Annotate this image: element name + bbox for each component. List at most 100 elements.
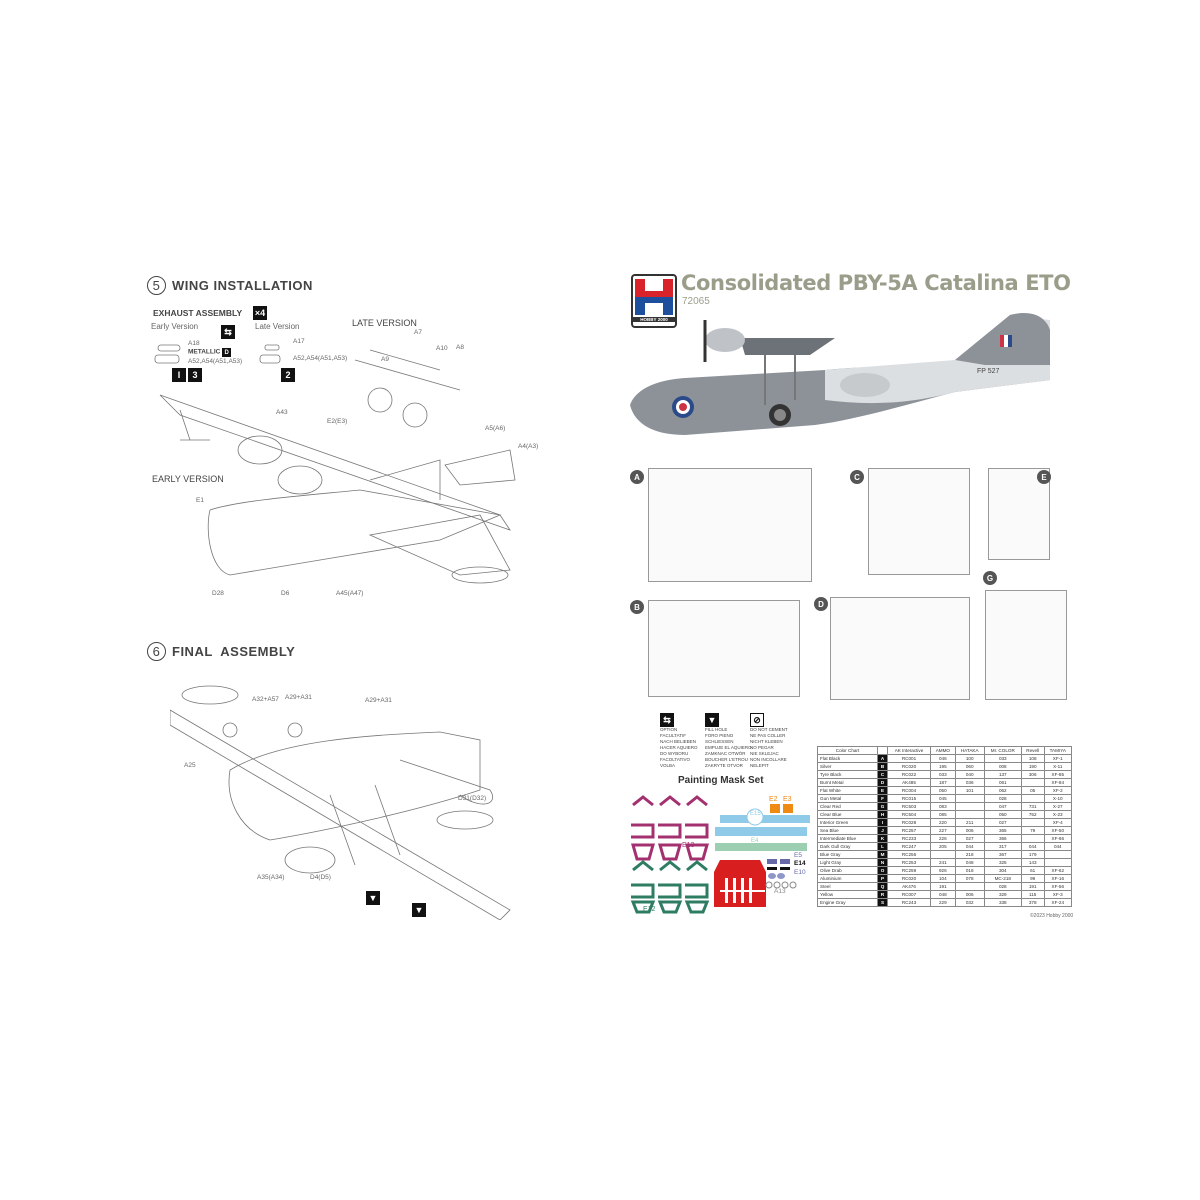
color-name: Interior Green: [817, 818, 878, 827]
sprue-label: D: [814, 597, 828, 611]
paint-code: 008: [983, 762, 1022, 771]
paint-code: RC020: [887, 762, 931, 771]
paint-code: 61: [1020, 866, 1045, 875]
paint-code: XF-85: [1043, 770, 1073, 779]
aircraft-code: FP 527: [977, 368, 1000, 375]
paint-code: [1020, 834, 1045, 843]
color-name: Clear Red: [817, 802, 878, 811]
legend-line: SCHLIESSEN: [705, 739, 734, 744]
color-icon: I: [172, 368, 186, 382]
paint-code: 101: [954, 786, 985, 795]
paint-code: RC259: [887, 866, 931, 875]
step5-heading: 5 WING INSTALLATION: [147, 276, 313, 295]
mask-label: E2: [769, 796, 778, 803]
color-icon: 3: [188, 368, 202, 382]
part-label: D31(D32): [458, 795, 487, 802]
paint-code: 028: [983, 794, 1022, 803]
part-label: A29+A31: [285, 694, 312, 701]
paint-code: 108: [1020, 754, 1045, 763]
mask-label: E5: [794, 852, 802, 859]
color-name: Dark Gull Gray: [817, 842, 878, 851]
legend-line: NON INCOLLARE: [750, 757, 787, 762]
paint-code: 006: [954, 826, 985, 835]
paint-code: RC243: [887, 898, 931, 907]
paint-code: [1020, 818, 1045, 827]
legend-line: NIE SKLEJAC: [750, 751, 779, 756]
paint-code: 329: [983, 890, 1022, 899]
paint-code: 227: [930, 826, 956, 835]
legend-line: NELEPIT: [750, 763, 769, 768]
part-label: A4(A3): [518, 443, 539, 450]
logo-text: HOBBY 2000: [633, 317, 675, 322]
copyright: ©2023 Hobby 2000: [1030, 913, 1074, 919]
late-version-label: Late Version: [255, 322, 300, 331]
step5-number: 5: [147, 276, 166, 295]
legend-line: DO WYBORU: [660, 751, 689, 756]
legend-line: HACER AQUIERO: [660, 745, 698, 750]
legend-line: ZAMKNAC OTWÓR: [705, 751, 746, 756]
color-name: Intermediate Blue: [817, 834, 878, 843]
color-code: Q: [877, 882, 888, 891]
column-header: Mr. COLOR: [983, 746, 1022, 755]
legend-line: ZAKRYTE OTVOR: [705, 763, 743, 768]
sprue-label: C: [850, 470, 864, 484]
metallic-text: METALLIC: [188, 348, 221, 356]
paint-code: 047: [983, 802, 1022, 811]
paint-code: 006: [954, 890, 985, 899]
fill-hole-icon: ▼: [412, 903, 426, 917]
option-icon: ⇆: [660, 713, 674, 727]
paint-code: 187: [930, 778, 956, 787]
mask-label: E12: [643, 906, 656, 913]
paint-code: 062: [983, 786, 1022, 795]
paint-code: 378: [1020, 898, 1045, 907]
paint-code: RC247: [887, 842, 931, 851]
mask-label: E14: [794, 860, 806, 867]
paint-code: 306: [1020, 770, 1045, 779]
paint-code: 033: [930, 770, 956, 779]
paint-code: 018: [954, 866, 985, 875]
paint-code: 040: [954, 770, 985, 779]
sprue-a: [648, 468, 812, 582]
paint-code: 99: [1020, 874, 1045, 883]
paint-code: 317: [983, 842, 1022, 851]
paint-code: [954, 802, 985, 811]
step6-title: FINAL ASSEMBLY: [172, 644, 296, 659]
exhaust-title: EXHAUST ASSEMBLY: [153, 308, 243, 318]
legend-line: NACH BELIEBEN: [660, 739, 697, 744]
fill-hole-icon: ▼: [366, 891, 380, 905]
color-name: Blue Gray: [817, 850, 878, 859]
sprue-b: [648, 600, 800, 697]
paint-code: RC020: [887, 874, 931, 883]
color-icon: 2: [281, 368, 295, 382]
metallic-code: D: [222, 348, 232, 357]
paint-code: X-10: [1043, 794, 1073, 803]
mask-label: E15: [750, 811, 761, 817]
paint-code: 061: [983, 778, 1022, 787]
paint-code: 752: [1020, 810, 1045, 819]
color-code: K: [877, 834, 888, 843]
legend-line: FACOLTATIVO: [660, 757, 691, 762]
paint-code: 304: [983, 866, 1022, 875]
early-version-label: Early Version: [151, 322, 199, 331]
paint-code: 050: [983, 810, 1022, 819]
color-name: Tyre Black: [817, 770, 878, 779]
mask-label: E1: [756, 899, 765, 906]
paint-code: 179: [1020, 850, 1045, 859]
sprue-e: [988, 468, 1050, 560]
part-label: D6: [281, 590, 290, 597]
color-code: L: [877, 842, 888, 851]
legend-line: NE PAS COLLER: [750, 733, 786, 738]
paint-code: RC504: [887, 810, 931, 819]
part-label: E2(E3): [327, 418, 348, 425]
